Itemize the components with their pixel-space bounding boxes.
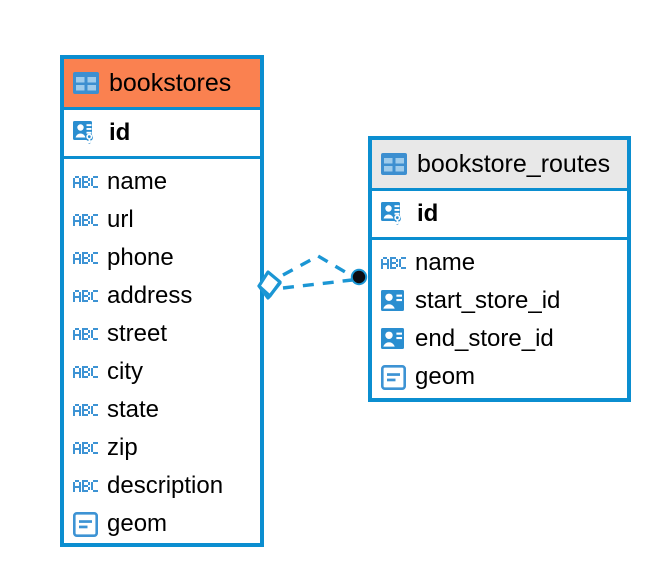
field-label: geom: [107, 510, 168, 537]
table-icon: [73, 72, 99, 94]
entity-title: bookstore_routes: [417, 149, 611, 178]
field-label: description: [107, 472, 224, 499]
relationship-start-store-id[interactable]: [282, 254, 353, 278]
table-icon: [381, 153, 407, 175]
field-row-phone[interactable]: phone: [64, 239, 260, 277]
foreign-key-icon: [381, 290, 406, 312]
field-row-geom[interactable]: geom: [64, 505, 260, 543]
field-label: phone: [107, 244, 174, 271]
field-label: start_store_id: [415, 287, 561, 314]
field-label: id: [109, 119, 131, 146]
field-row-description[interactable]: description: [64, 467, 260, 505]
field-row-id[interactable]: id: [64, 110, 260, 156]
field-row-url[interactable]: url: [64, 201, 260, 239]
geometry-icon: [381, 364, 406, 390]
relationship-end-store-id[interactable]: [282, 278, 353, 290]
field-label: url: [107, 206, 134, 233]
primary-key-section: id: [64, 107, 260, 159]
abc-text-icon: [73, 366, 98, 378]
field-row-id[interactable]: id: [372, 191, 627, 237]
field-row-state[interactable]: state: [64, 391, 260, 429]
field-label: name: [415, 249, 476, 276]
entity-title: bookstores: [109, 68, 232, 97]
primary-key-icon: [381, 201, 408, 228]
field-label: state: [107, 396, 160, 423]
primary-key-icon: [73, 120, 100, 147]
field-label: id: [417, 200, 439, 227]
field-label: zip: [107, 434, 138, 461]
field-row-geom[interactable]: geom: [372, 358, 627, 396]
field-row-start-store-id[interactable]: start_store_id: [372, 282, 627, 320]
field-label: end_store_id: [415, 325, 554, 352]
primary-key-section: id: [372, 188, 627, 240]
field-row-city[interactable]: city: [64, 353, 260, 391]
abc-text-icon: [381, 257, 406, 269]
entity-header-bookstores[interactable]: bookstores: [64, 59, 260, 107]
field-row-address[interactable]: address: [64, 277, 260, 315]
field-row-end-store-id[interactable]: end_store_id: [372, 320, 627, 358]
field-label: address: [107, 282, 193, 309]
field-row-name[interactable]: name: [64, 163, 260, 201]
entity-bookstores[interactable]: bookstores: [60, 55, 264, 547]
field-row-name[interactable]: name: [372, 244, 627, 282]
abc-text-icon: [73, 404, 98, 416]
abc-text-icon: [73, 290, 98, 302]
entity-header-bookstore-routes[interactable]: bookstore_routes: [372, 140, 627, 188]
geometry-icon: [73, 511, 98, 537]
field-label: name: [107, 168, 168, 195]
field-list-bookstore-routes: name start_store_id: [372, 240, 627, 398]
abc-text-icon: [73, 176, 98, 188]
field-label: street: [107, 320, 168, 347]
field-label: city: [107, 358, 143, 385]
abc-text-icon: [73, 214, 98, 226]
entity-bookstore-routes[interactable]: bookstore_routes: [368, 136, 631, 402]
field-label: geom: [415, 363, 476, 390]
relationship-target-circle-marker: [350, 268, 368, 286]
foreign-key-icon: [381, 328, 406, 350]
abc-text-icon: [73, 442, 98, 454]
abc-text-icon: [73, 328, 98, 340]
abc-text-icon: [73, 252, 98, 264]
abc-text-icon: [73, 480, 98, 492]
field-list-bookstores: name u: [64, 159, 260, 543]
field-row-zip[interactable]: zip: [64, 429, 260, 467]
field-row-street[interactable]: street: [64, 315, 260, 353]
